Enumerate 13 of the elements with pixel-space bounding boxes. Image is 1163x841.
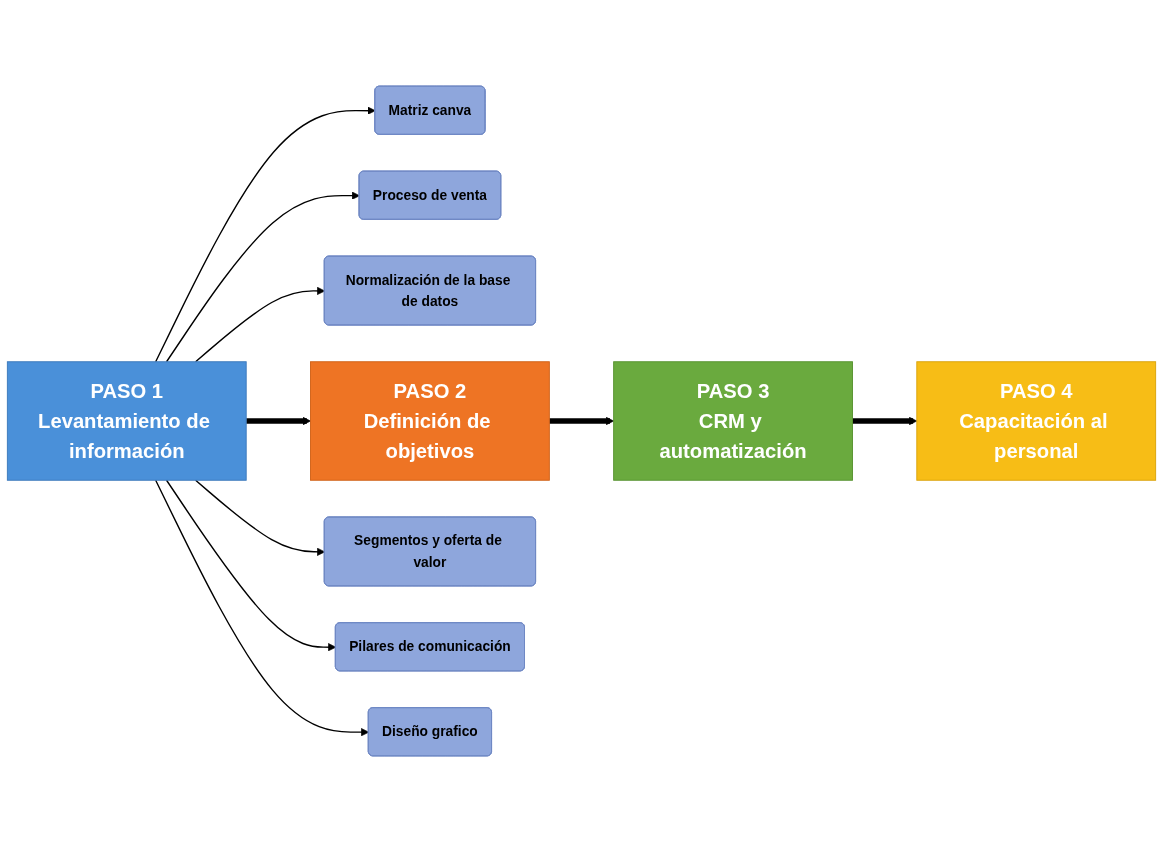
node-box: PASO 3 CRM y automatización bbox=[613, 360, 853, 481]
arrow bbox=[165, 479, 337, 651]
arrow bbox=[155, 479, 370, 736]
arrow bbox=[549, 416, 614, 425]
node-box: PASO 2 Definición de objetivos bbox=[310, 360, 550, 481]
arrow bbox=[165, 191, 360, 362]
node-box: PASO 4 Capacitación al personal bbox=[916, 360, 1157, 481]
arrow bbox=[246, 416, 311, 425]
arrow bbox=[194, 479, 326, 556]
arrow bbox=[194, 286, 326, 362]
arrow bbox=[852, 416, 918, 425]
arrow bbox=[155, 106, 376, 362]
node-box: PASO 1 Levantamiento de información bbox=[6, 360, 247, 481]
